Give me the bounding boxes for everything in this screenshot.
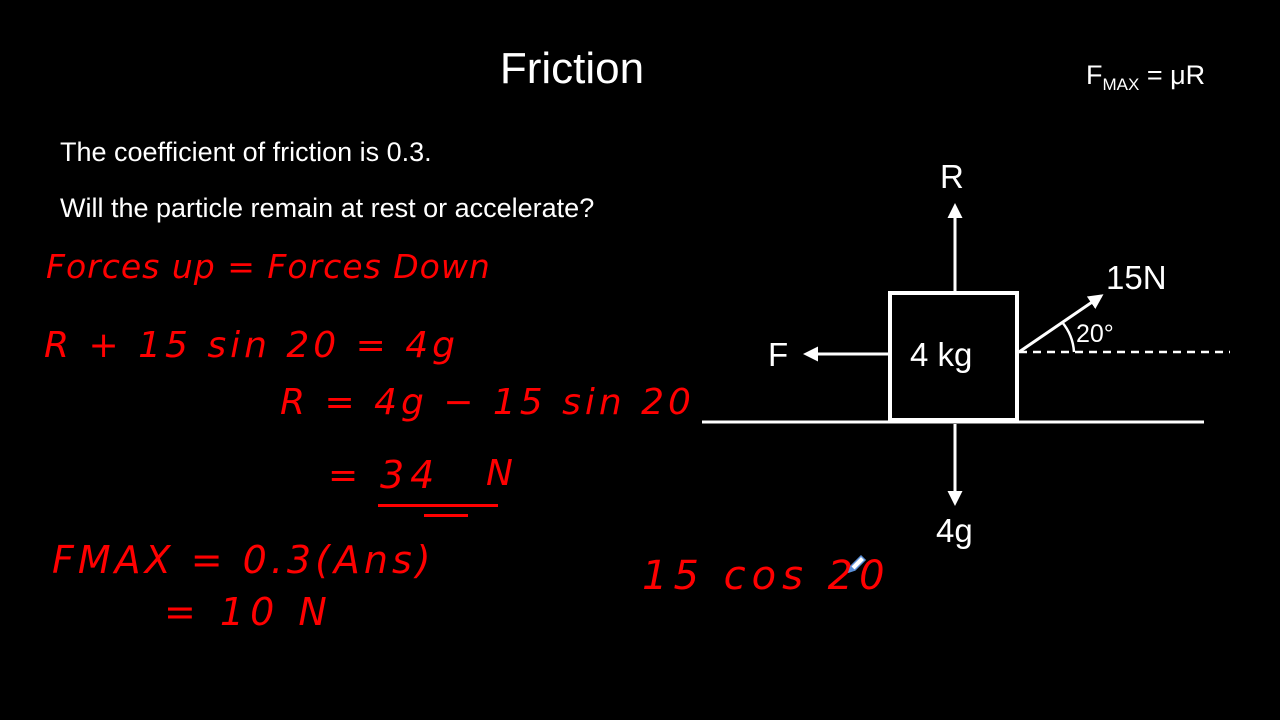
mass-block — [888, 291, 1019, 422]
applied-force-label: 15N — [1106, 259, 1167, 296]
handwriting-reaction-value: 34 — [380, 453, 441, 497]
answer-underline — [378, 504, 498, 507]
formula-rhs: = μR — [1139, 60, 1206, 90]
angle-arc — [1061, 321, 1076, 353]
problem-statement-coefficient: The coefficient of friction is 0.3. — [60, 137, 432, 167]
handwriting-forces-balance: Forces up = Forces Down — [46, 247, 491, 286]
applied-force-arrow — [1018, 294, 1104, 354]
weight-label: 4g — [936, 512, 973, 549]
problem-statement-question: Will the particle remain at rest or acce… — [60, 193, 595, 223]
answer-double-underline — [424, 514, 468, 517]
angle-label: 20° — [1076, 320, 1114, 348]
handwriting-equals: = — [328, 455, 362, 496]
handwriting-rearranged: R = 4g − 15 sin 20 — [280, 382, 695, 423]
handwriting-equation: R + 15 sin 20 = 4g — [44, 325, 459, 366]
max-friction-formula: FMAX = μR — [1086, 60, 1206, 94]
handwriting-fmax: FMAX = 0.3(Ans) — [52, 538, 435, 582]
friction-label: F — [768, 336, 789, 373]
slide-title: Friction — [499, 44, 645, 93]
formula-subscript: MAX — [1102, 75, 1140, 94]
pen-cursor-icon — [847, 554, 867, 574]
handwriting-horizontal-component: 15 cos 20 — [642, 553, 891, 599]
formula-main: F — [1086, 60, 1103, 90]
handwriting-fmax-value: = 10 N — [164, 590, 333, 634]
mass-label: 4 kg — [910, 336, 973, 373]
normal-force-label: R — [940, 158, 964, 195]
handwriting-reaction-unit: N — [486, 453, 516, 494]
